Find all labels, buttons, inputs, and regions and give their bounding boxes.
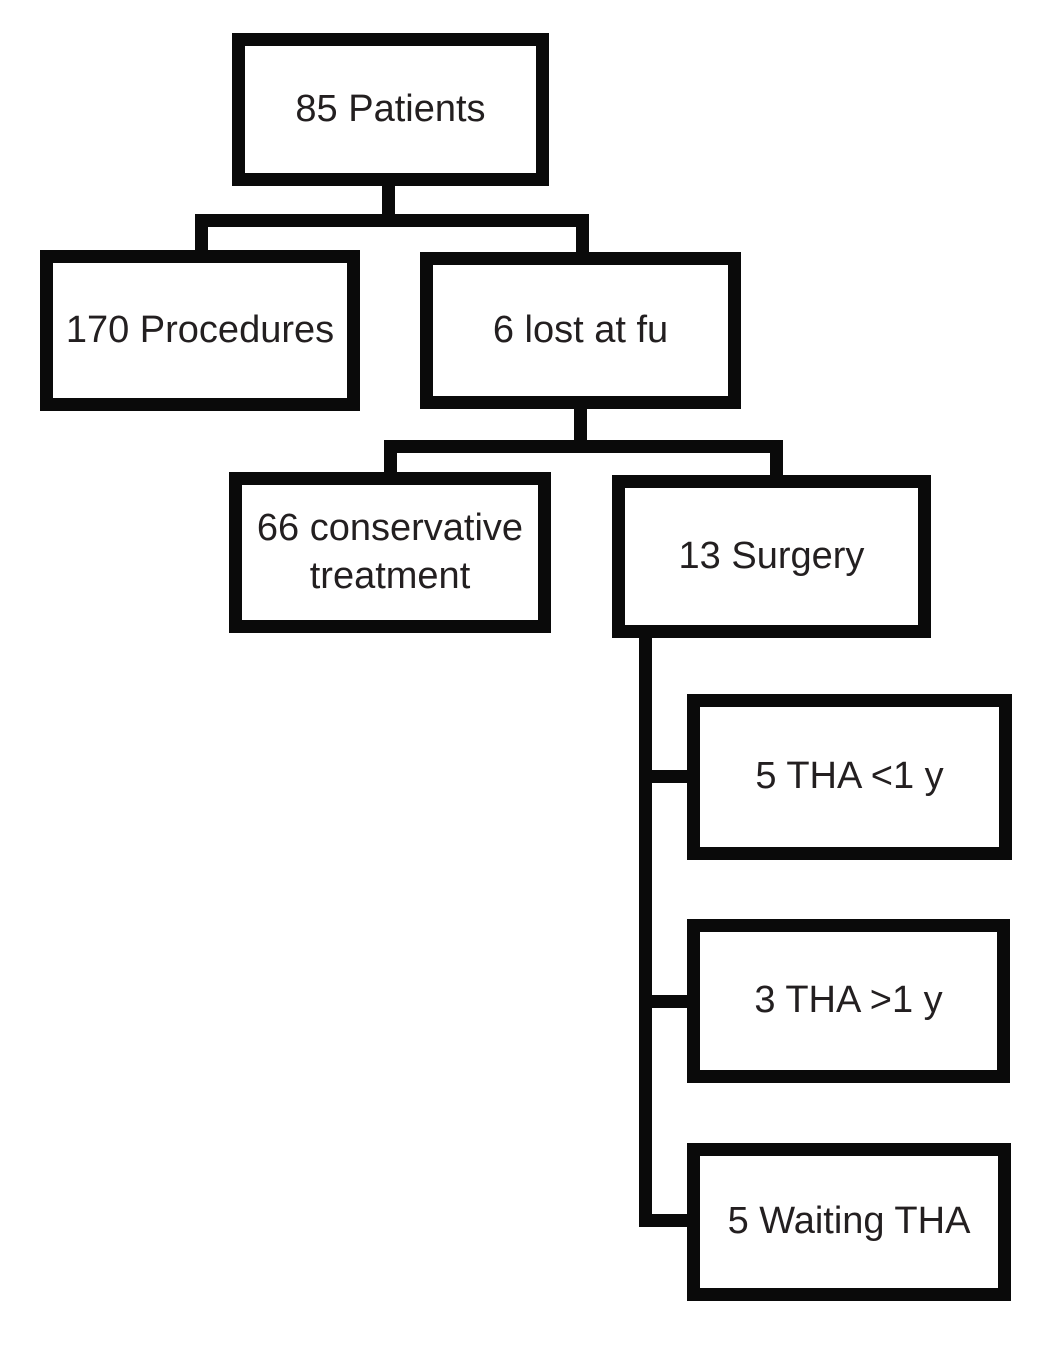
connector-lost-drop — [576, 225, 589, 253]
connector-waiting-tha-stub — [650, 1214, 688, 1227]
node-procedures-label: 170 Procedures — [65, 308, 335, 351]
connector-patients-stem — [382, 184, 395, 215]
node-conservative-label: 66 conservative treatment — [256, 507, 524, 597]
connector-lost-stem — [574, 407, 587, 441]
node-patients: 85 Patients — [232, 33, 549, 186]
node-surgery: 13 Surgery — [612, 475, 931, 638]
connector-surgery-trunk — [639, 635, 652, 1227]
connector-procedures-drop — [195, 225, 208, 251]
node-procedures: 170 Procedures — [40, 250, 360, 411]
connector-surgery-drop — [770, 451, 783, 476]
node-tha-under-1y-label: 5 THA <1 y — [755, 755, 944, 798]
connector-tha-over-1y-stub — [650, 995, 688, 1008]
node-waiting-tha-label: 5 Waiting THA — [727, 1200, 971, 1243]
connector-row3-bar — [384, 440, 783, 453]
node-tha-over-1y: 3 THA >1 y — [687, 919, 1010, 1083]
node-surgery-label: 13 Surgery — [678, 534, 865, 577]
node-waiting-tha: 5 Waiting THA — [687, 1143, 1011, 1301]
connector-row2-bar — [195, 214, 589, 227]
node-conservative: 66 conservative treatment — [229, 472, 551, 633]
node-tha-over-1y-label: 3 THA >1 y — [754, 979, 943, 1022]
node-patients-label: 85 Patients — [295, 87, 486, 130]
node-lost-at-fu-label: 6 lost at fu — [492, 308, 669, 351]
node-tha-under-1y: 5 THA <1 y — [687, 694, 1012, 860]
node-lost-at-fu: 6 lost at fu — [420, 252, 741, 409]
connector-tha-under-1y-stub — [650, 770, 688, 783]
connector-conservative-drop — [384, 451, 397, 473]
